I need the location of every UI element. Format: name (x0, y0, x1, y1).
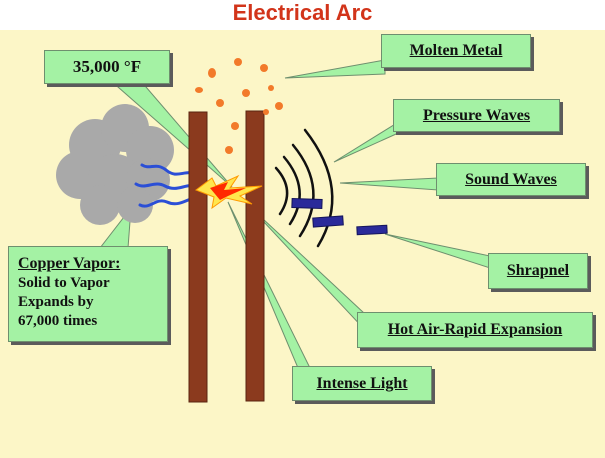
copper-vapor-line-1: Solid to Vapor (18, 275, 110, 291)
sound-waves-label: Sound Waves (465, 170, 557, 188)
copper-vapor-cloud (56, 104, 174, 225)
right-electrode (245, 110, 265, 402)
temperature-label: 35,000 °F (72, 57, 142, 76)
pressure-wave-arcs (274, 128, 334, 248)
shrapnel-label: Shrapnel (506, 262, 570, 279)
hot-air-callout: Hot Air-Rapid Expansion (357, 312, 593, 348)
molten-metal-callout: Molten Metal (381, 34, 531, 68)
shrapnel-pieces (291, 197, 388, 236)
molten-metal-droplets (195, 58, 283, 154)
left-electrode (188, 111, 208, 403)
copper-vapor-line-2: Expands by (18, 294, 94, 310)
arc-flash (194, 174, 263, 210)
diagram-title: Electrical Arc (232, 0, 373, 25)
copper-vapor-heading: Copper Vapor: (18, 255, 121, 272)
molten-metal-label: Molten Metal (409, 42, 503, 59)
sound-waves-callout: Sound Waves (436, 163, 586, 196)
pressure-waves-callout: Pressure Waves (393, 99, 560, 132)
intense-light-callout: Intense Light (292, 366, 432, 401)
hot-air-label: Hot Air-Rapid Expansion (387, 321, 563, 338)
copper-vapor-line-3: 67,000 times (18, 313, 98, 329)
pressure-waves-label: Pressure Waves (422, 106, 531, 124)
intense-light-label: Intense Light (316, 374, 408, 392)
shrapnel-callout: Shrapnel (488, 253, 588, 289)
temperature-callout: 35,000 °F (44, 50, 170, 84)
copper-vapor-callout: Copper Vapor: Solid to Vapor Expands by … (8, 246, 168, 342)
